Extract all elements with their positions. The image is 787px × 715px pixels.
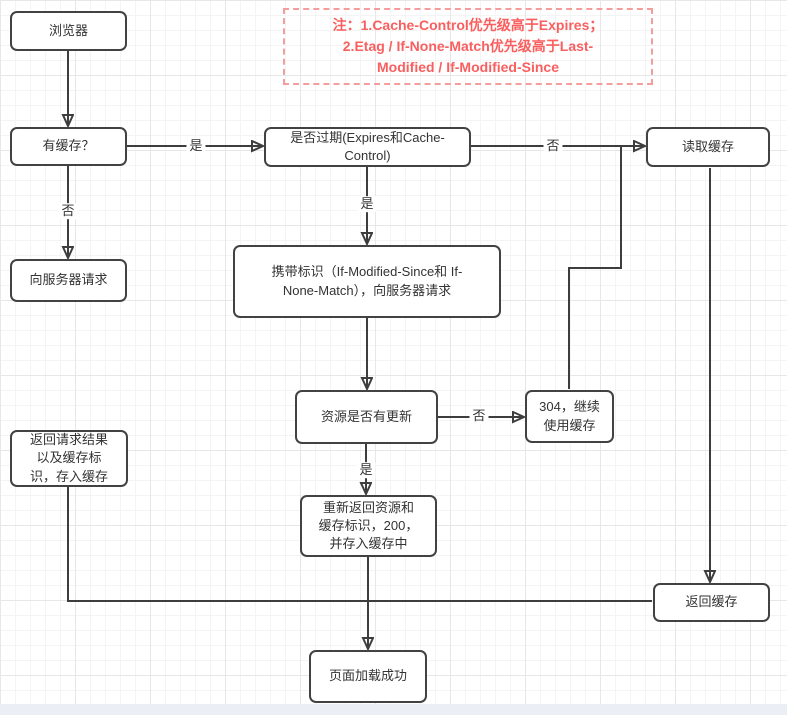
node-browser: 浏览器 bbox=[10, 11, 127, 51]
node-resource-updated: 资源是否有更新 bbox=[295, 390, 438, 444]
edge-label-no: 否 bbox=[469, 408, 489, 424]
node-return-cache: 返回缓存 bbox=[653, 583, 770, 622]
bottom-band bbox=[0, 704, 787, 715]
node-rereturn-resource-200: 重新返回资源和 缓存标识，200， 并存入缓存中 bbox=[300, 495, 437, 557]
node-carry-identifier-request: 携带标识（If-Modified-Since和 If- None-Match），… bbox=[233, 245, 501, 318]
node-return-result-store-cache: 返回请求结果 以及缓存标 识，存入缓存 bbox=[10, 430, 128, 487]
note-annotation: 注：1.Cache-Control优先级高于Expires； 2.Etag / … bbox=[283, 8, 653, 85]
node-has-cache: 有缓存？ bbox=[10, 127, 127, 166]
edge-label-yes: 是 bbox=[357, 196, 377, 212]
node-request-server: 向服务器请求 bbox=[10, 259, 127, 302]
node-read-cache: 读取缓存 bbox=[646, 127, 770, 167]
edge-label-yes: 是 bbox=[356, 462, 376, 478]
node-304-use-cache: 304，继续 使用缓存 bbox=[525, 390, 614, 443]
node-is-expired: 是否过期(Expires和Cache- Control) bbox=[264, 127, 471, 167]
edge-label-yes: 是 bbox=[186, 138, 206, 154]
node-page-loaded: 页面加载成功 bbox=[309, 650, 427, 703]
edge-304-to-readcache bbox=[568, 147, 622, 389]
edge-returnresult-to-returncache bbox=[67, 487, 652, 602]
edge-label-no: 否 bbox=[543, 138, 563, 154]
edge-label-no: 否 bbox=[58, 203, 78, 219]
